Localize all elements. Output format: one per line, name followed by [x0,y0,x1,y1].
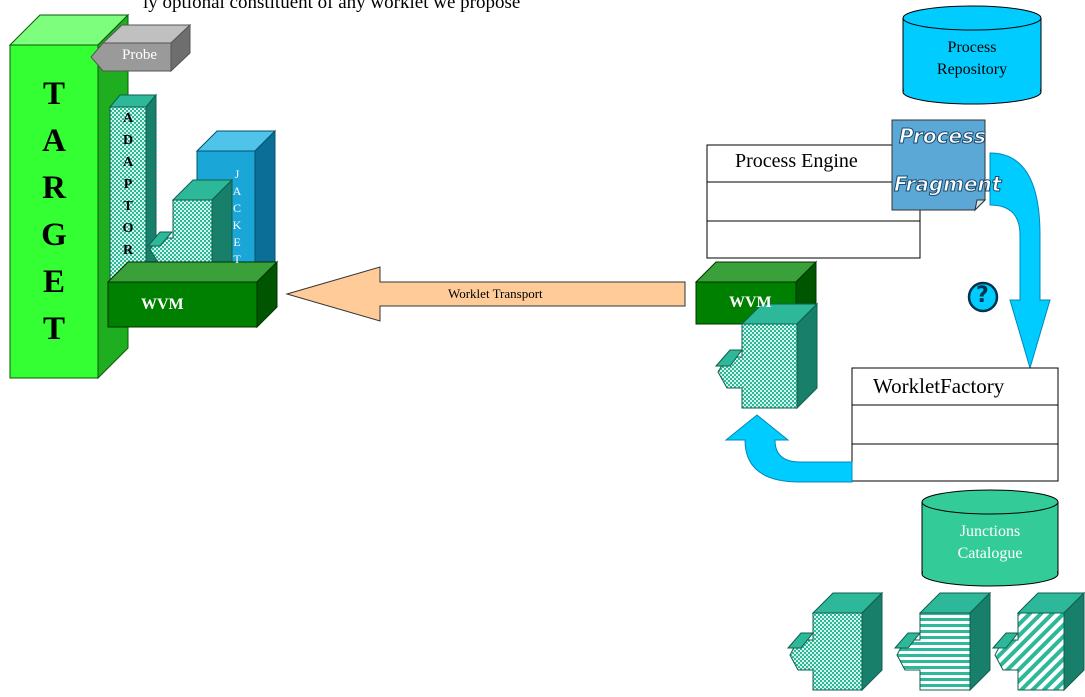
wvm-left-label: WVM [141,296,184,313]
process-fragment-line2: Fragment [893,172,1002,197]
caption-text: ly optional constituent of any worklet w… [143,0,521,13]
process-fragment-line1: Process [899,124,987,149]
probe-label: Probe [122,47,157,63]
wvm-left-block [106,260,279,329]
wvm-right-label: WVM [729,294,772,311]
process-engine-label: Process Engine [735,150,858,173]
process-repository-cylinder [902,5,1042,105]
probe-block [90,23,192,73]
worklet-transport-label: Worklet Transport [448,286,543,301]
process-repository-label: Process Repository [936,39,1008,78]
process-fragment-doc [891,119,987,212]
jacket-label: J A C K E T [232,167,242,266]
factory-to-worklet-arrow [724,414,853,483]
worklet-variant-dstripes [991,591,1085,692]
question-icon-glyph: ? [976,283,989,308]
worklet-variant-hstripes [893,591,992,692]
adaptor-label: A D A P T O R [122,111,134,258]
right-worklet-piece [714,302,819,410]
worklet-factory-label: WorkletFactory [873,374,1005,399]
fragment-to-factory-arrow [989,152,1051,370]
question-icon [967,281,999,313]
worklet-variant-checker [786,591,884,692]
junctions-catalogue-cylinder [921,489,1059,587]
junctions-catalogue-label: Junctions Catalogue [957,523,1023,562]
adaptor-block [108,93,158,282]
worklet-transport-arrow [285,266,686,322]
target-label: T A R G E T [41,76,67,347]
